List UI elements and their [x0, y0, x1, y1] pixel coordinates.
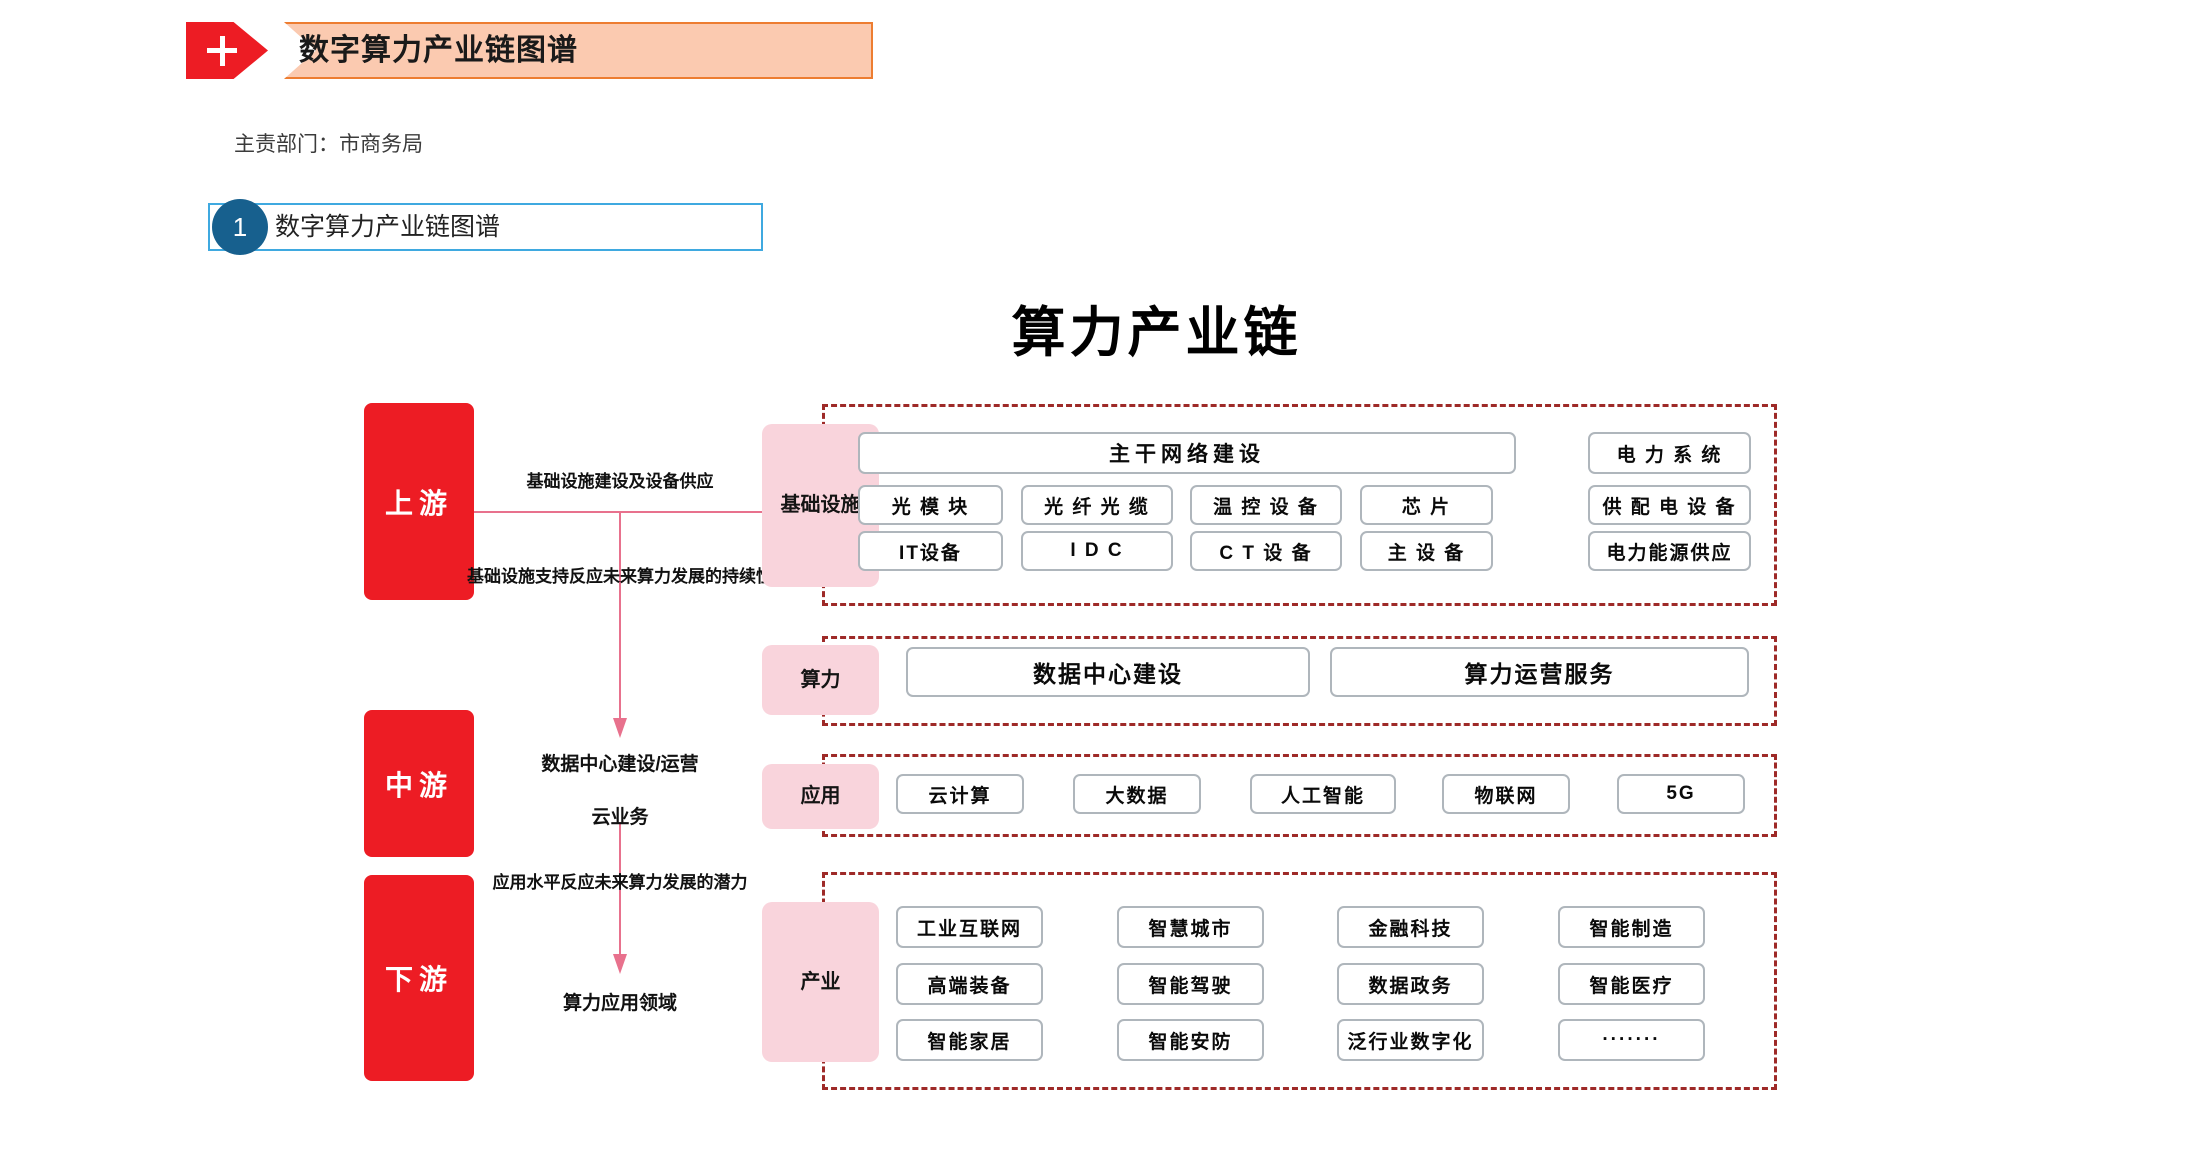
item-intelligent-driving[interactable]: 智能驾驶	[1117, 963, 1264, 1005]
item-pan-industry-digitalization[interactable]: 泛行业数字化	[1337, 1019, 1484, 1061]
item-fintech[interactable]: 金融科技	[1337, 906, 1484, 948]
item-optical-fiber-cable[interactable]: 光 纤 光 缆	[1021, 485, 1173, 525]
item-backbone-network[interactable]: 主干网络建设	[858, 432, 1516, 474]
stage-box-downstream: 下游	[364, 875, 474, 1081]
item-ct-equipment[interactable]: C T 设 备	[1190, 531, 1342, 571]
item-high-end-equipment[interactable]: 高端装备	[896, 963, 1043, 1005]
page-title: 数字算力产业链图谱	[299, 34, 578, 67]
category-chip-industry: 产业	[762, 902, 879, 1062]
connector-label-dc-build-operate: 数据中心建设/运营	[541, 754, 699, 775]
connector-label-infra-supply: 基础设施建设及设备供应	[526, 472, 714, 491]
item-industrial-internet[interactable]: 工业互联网	[896, 906, 1043, 948]
item-idc[interactable]: I D C	[1021, 531, 1173, 571]
item-data-center-construction[interactable]: 数据中心建设	[906, 647, 1310, 697]
item-optical-module[interactable]: 光 模 块	[858, 485, 1003, 525]
item-it-equipment[interactable]: IT设备	[858, 531, 1003, 571]
plus-icon	[207, 35, 237, 66]
item-big-data[interactable]: 大数据	[1073, 774, 1201, 814]
item-more-ellipsis[interactable]: ·······	[1558, 1019, 1705, 1061]
item-internet-of-things[interactable]: 物联网	[1442, 774, 1570, 814]
item-main-equipment[interactable]: 主 设 备	[1360, 531, 1493, 571]
item-smart-city[interactable]: 智慧城市	[1117, 906, 1264, 948]
diagram-title-text: 算力产业链	[1011, 303, 1302, 363]
item-artificial-intelligence[interactable]: 人工智能	[1250, 774, 1396, 814]
item-power-system[interactable]: 电 力 系 统	[1588, 432, 1751, 474]
item-power-distribution-equipment[interactable]: 供 配 电 设 备	[1588, 485, 1751, 525]
item-data-government-affairs[interactable]: 数据政务	[1337, 963, 1484, 1005]
item-cloud-computing[interactable]: 云计算	[896, 774, 1024, 814]
stage-box-midstream: 中游	[364, 710, 474, 857]
item-smart-healthcare[interactable]: 智能医疗	[1558, 963, 1705, 1005]
category-chip-infrastructure-line1: 基础	[780, 494, 821, 516]
connector-label-app-potential: 应用水平反应未来算力发展的潜力	[492, 873, 748, 892]
item-power-energy-supply[interactable]: 电力能源供应	[1588, 531, 1751, 571]
section-number-badge: 1	[212, 199, 268, 255]
page-header-banner: 数字算力产业链图谱	[186, 22, 873, 79]
item-smart-security[interactable]: 智能安防	[1117, 1019, 1264, 1061]
section-bar	[208, 203, 763, 251]
responsible-department-label: 主责部门：市商务局	[234, 133, 423, 156]
category-chip-infrastructure-line2: 设施	[820, 494, 861, 516]
header-chevron	[186, 22, 268, 79]
connector-label-infra-sustain: 基础设施支持反应未来算力发展的持续性	[467, 567, 773, 586]
category-chip-compute: 算力	[762, 645, 879, 715]
connector-label-cloud-business: 云业务	[591, 807, 649, 828]
header-banner-body	[284, 22, 873, 79]
item-compute-operation-service[interactable]: 算力运营服务	[1330, 647, 1749, 697]
item-5g[interactable]: 5G	[1617, 774, 1745, 814]
item-smart-home[interactable]: 智能家居	[896, 1019, 1043, 1061]
item-smart-manufacturing[interactable]: 智能制造	[1558, 906, 1705, 948]
diagram-title: 算力产业链	[0, 288, 2193, 367]
connector-label-compute-app-domain: 算力应用领域	[562, 993, 678, 1014]
stage-box-upstream: 上游	[364, 403, 474, 600]
item-temperature-control-equipment[interactable]: 温 控 设 备	[1190, 485, 1342, 525]
item-chip[interactable]: 芯 片	[1360, 485, 1493, 525]
category-chip-application: 应用	[762, 764, 879, 829]
section-title: 数字算力产业链图谱	[275, 213, 501, 241]
